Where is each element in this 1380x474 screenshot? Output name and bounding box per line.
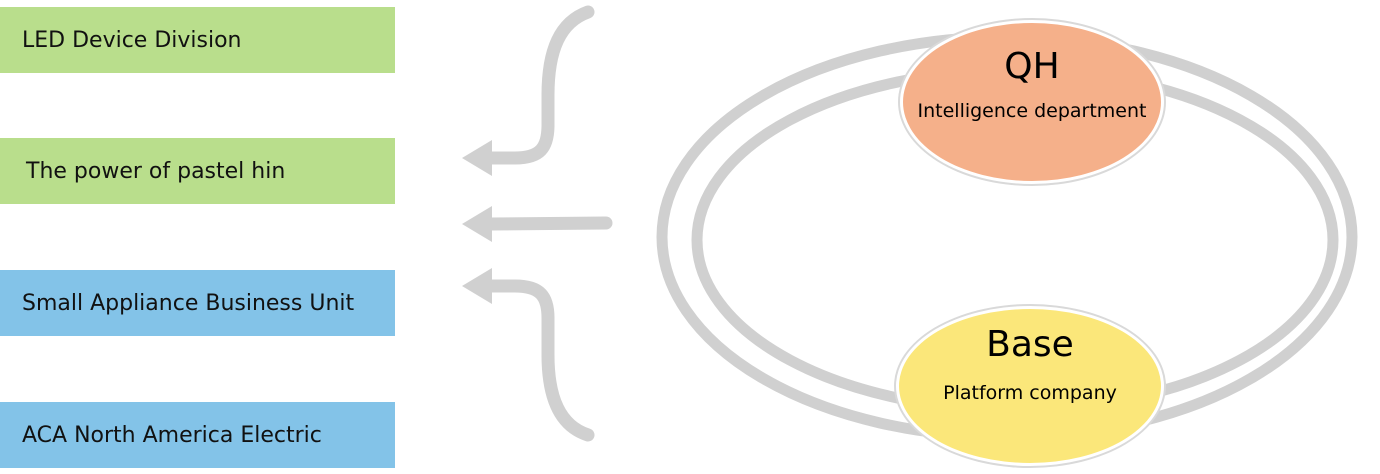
qh-subtitle: Intelligence department bbox=[917, 100, 1147, 122]
qh-node: QH Intelligence department bbox=[900, 20, 1164, 184]
base-node: Base Platform company bbox=[896, 306, 1164, 466]
upper-arrow-head bbox=[462, 140, 492, 176]
base-subtitle: Platform company bbox=[943, 382, 1117, 404]
middle-arrow-head bbox=[462, 206, 492, 242]
base-title: Base bbox=[986, 324, 1074, 365]
unit-label: ACA North America Electric bbox=[22, 422, 322, 448]
unit-power-of-pastel-hin: The power of pastel hin bbox=[0, 138, 395, 204]
unit-led-device-division: LED Device Division bbox=[0, 7, 395, 73]
lower-arrow-shaft bbox=[483, 279, 595, 442]
lower-arrow-head bbox=[462, 268, 492, 304]
unit-label: Small Appliance Business Unit bbox=[22, 290, 355, 316]
unit-label: LED Device Division bbox=[22, 27, 242, 53]
middle-arrow-shaft bbox=[483, 216, 613, 231]
unit-aca-north-america-electric: ACA North America Electric bbox=[0, 402, 395, 468]
upper-arrow-shaft bbox=[483, 5, 595, 165]
unit-small-appliance-business-unit: Small Appliance Business Unit bbox=[0, 270, 395, 336]
qh-title: QH bbox=[1004, 46, 1060, 87]
unit-label: The power of pastel hin bbox=[26, 158, 286, 184]
